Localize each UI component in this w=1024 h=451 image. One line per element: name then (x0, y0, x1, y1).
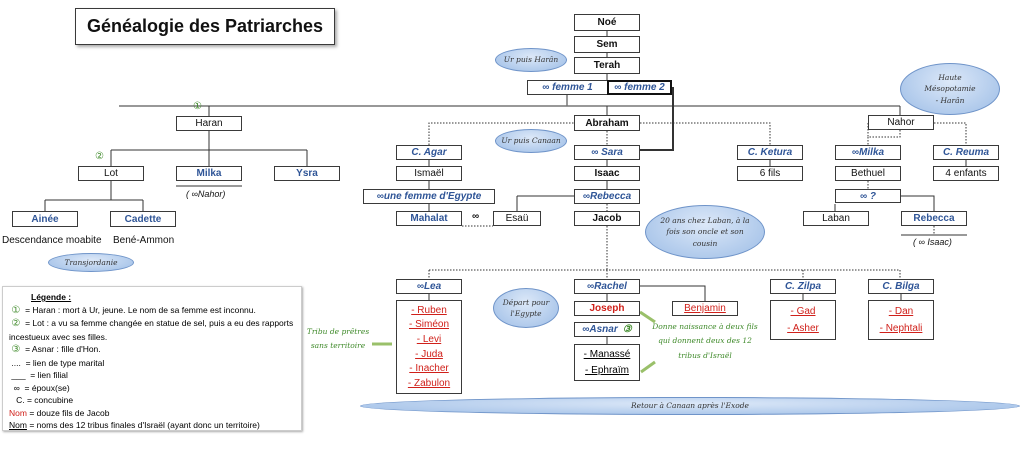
bilga-sons-list: - Dan - Nephtali (868, 300, 934, 340)
box-nahor: Nahor (868, 115, 934, 130)
legend-item: ② = Lot : a vu sa femme changée en statu… (9, 318, 294, 342)
ammon-text: Bené-Ammon (113, 235, 175, 246)
legend-title: Légende : (31, 292, 72, 302)
marker-asnar: ③ (622, 324, 632, 335)
bubble-egypte: Départ pour l'Egypte (493, 288, 559, 328)
son-asher: - Asher (787, 323, 819, 334)
box-benjamin: Benjamin (672, 301, 738, 316)
box-terah: Terah (574, 57, 640, 74)
box-haran: Haran (176, 116, 242, 131)
asnar-label: ∞Asnar (582, 324, 618, 335)
bubble-transjordanie: Transjordanie (48, 253, 134, 272)
marriage-symbol: ∞ (472, 211, 480, 222)
son-dan: - Dan (888, 306, 914, 317)
box-milka-nahor: ∞Milka (835, 145, 901, 160)
box-laban: Laban (803, 211, 869, 226)
box-femme2: ∞ femme 2 (607, 80, 672, 95)
marker-haran: ① (193, 101, 202, 112)
box-ismael: Ismaël (396, 166, 462, 181)
legend-item: ___ = lien filial (11, 370, 68, 380)
son-simeon: - Siméon (408, 319, 449, 331)
note-joseph: Donne naissance à deux fils qui donnent … (652, 322, 758, 360)
box-agar: C. Agar (396, 145, 462, 160)
bubble-exode: Retour à Canaan après l'Exode (360, 397, 1020, 415)
box-rachel: ∞Rachel (574, 279, 640, 294)
son-ephraim: - Ephraïm (585, 364, 629, 376)
bubble-laban: 20 ans chez Laban, à la fois son oncle e… (645, 205, 765, 259)
zilpa-sons-list: - Gad - Asher (770, 300, 836, 340)
son-gad: - Gad (790, 306, 816, 317)
legend-item: Nom = noms des 12 tribus finales d'Israë… (9, 420, 260, 430)
box-unknown-wife: ∞ ? (835, 189, 901, 203)
son-nephtali: - Nephtali (879, 323, 923, 334)
son-inacher: - Inacher (409, 363, 449, 375)
box-lot: Lot (78, 166, 144, 181)
son-zabulon: - Zabulon (407, 378, 451, 390)
bubble-mesopotamie: Haute Mésopotamie - Harân (900, 63, 1000, 115)
box-milka: Milka (176, 166, 242, 181)
box-rebecca-bethuel: Rebecca (901, 211, 967, 226)
box-femme-egypte: ∞une femme d'Egypte (363, 189, 495, 204)
bubble-ur-canaan: Ur puis Canaan (495, 129, 567, 153)
box-zilpa: C. Zilpa (770, 279, 836, 294)
milka-note: ( ∞Nahor) (186, 189, 226, 199)
box-lea: ∞Lea (396, 279, 462, 294)
box-asnar: ∞Asnar ③ (574, 322, 640, 337)
marker-lot: ② (95, 151, 104, 162)
box-rebecca: ∞Rebecca (574, 189, 640, 204)
box-femme1: ∞ femme 1 (527, 80, 608, 95)
note-levi: Tribu de prêtres sans territoire (306, 327, 370, 351)
legend-item: ③ = Asnar : fille d'Hon. (11, 344, 101, 355)
box-isaac: Isaac (574, 166, 640, 181)
box-bilga: C. Bilga (868, 279, 934, 294)
box-jacob: Jacob (574, 211, 640, 226)
moab-text: Descendance moabite (2, 235, 102, 246)
box-sem: Sem (574, 36, 640, 53)
son-juda: - Juda (415, 348, 443, 360)
son-ruben: - Ruben (411, 304, 447, 316)
box-ysra: Ysra (274, 166, 340, 181)
son-levi: - Levi (416, 334, 442, 346)
legend-item: ① = Haran : mort à Ur, jeune. Le nom de … (11, 304, 256, 316)
box-4-enfants: 4 enfants (933, 166, 999, 181)
box-abraham: Abraham (574, 115, 640, 131)
legend-item: ∞ = époux(se) (13, 382, 70, 393)
isaac-note: ( ∞ Isaac) (913, 237, 952, 247)
box-mahalat: Mahalat (396, 211, 462, 226)
box-reuma: C. Reuma (933, 145, 999, 160)
box-esau: Esaü (493, 211, 541, 226)
box-6-fils: 6 fils (737, 166, 803, 181)
box-sara: ∞ Sara (574, 145, 640, 160)
box-bethuel: Bethuel (835, 166, 901, 181)
box-joseph: Joseph (574, 301, 640, 316)
legend-item: C. = concubine (16, 395, 74, 405)
lea-sons-list: - Ruben - Siméon - Levi - Juda - Inacher… (396, 300, 462, 394)
box-ketura: C. Ketura (737, 145, 803, 160)
bubble-ur-haran: Ur puis Harân (495, 48, 567, 72)
page-title: Généalogie des Patriarches (75, 8, 335, 45)
legend-item: Nom = douze fils de Jacob (9, 407, 110, 418)
joseph-sons-list: - Manassé - Ephraïm (574, 344, 640, 381)
box-ainee: Ainée (12, 211, 78, 227)
legend: Légende : ① = Haran : mort à Ur, jeune. … (2, 286, 302, 431)
box-noe: Noé (574, 14, 640, 31)
legend-item: .... = lien de type marital (11, 357, 105, 368)
box-cadette: Cadette (110, 211, 176, 227)
son-manasse: - Manassé (583, 349, 631, 361)
